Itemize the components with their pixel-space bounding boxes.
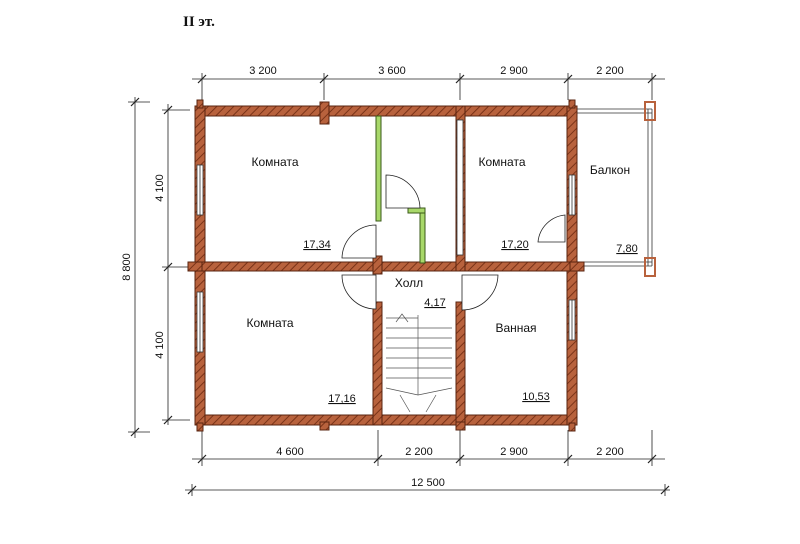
dim-bottom-2: 2 200 — [405, 446, 433, 458]
room3-name: Комната — [247, 316, 294, 330]
dimension-lines — [128, 73, 670, 496]
staircase — [385, 313, 453, 413]
bathroom-name: Ванная — [495, 321, 536, 335]
bathroom-area: 10,53 — [522, 391, 550, 403]
room1-area: 17,34 — [303, 239, 331, 251]
dim-bottom-4: 2 200 — [596, 446, 624, 458]
floor-label: II эт. — [183, 14, 215, 30]
dim-bottom-1: 4 600 — [276, 446, 304, 458]
room1-name: Комната — [252, 155, 299, 169]
balcony-area: 7,80 — [616, 243, 637, 255]
windows — [196, 119, 576, 353]
dim-left-total: 8 800 — [121, 253, 133, 281]
dim-top-2: 3 600 — [378, 65, 406, 77]
dim-left-lower: 4 100 — [154, 331, 166, 359]
dim-top-3: 2 900 — [500, 65, 528, 77]
balcony-outline — [572, 101, 656, 277]
dim-top-4: 2 200 — [596, 65, 624, 77]
hall-area: 4,17 — [424, 297, 445, 309]
hall-name: Холл — [395, 276, 423, 290]
dim-total: 12 500 — [411, 477, 445, 489]
room2-name: Комната — [479, 155, 526, 169]
dim-top-1: 3 200 — [249, 65, 277, 77]
dimension-ticks — [130, 74, 670, 495]
dim-left-upper: 4 100 — [154, 174, 166, 202]
balcony-name: Балкон — [590, 163, 630, 177]
partition-wall — [375, 115, 426, 264]
dim-bottom-3: 2 900 — [500, 446, 528, 458]
room2-area: 17,20 — [501, 239, 529, 251]
room3-area: 17,16 — [328, 393, 356, 405]
door-swings — [341, 174, 566, 311]
log-walls — [187, 99, 585, 432]
